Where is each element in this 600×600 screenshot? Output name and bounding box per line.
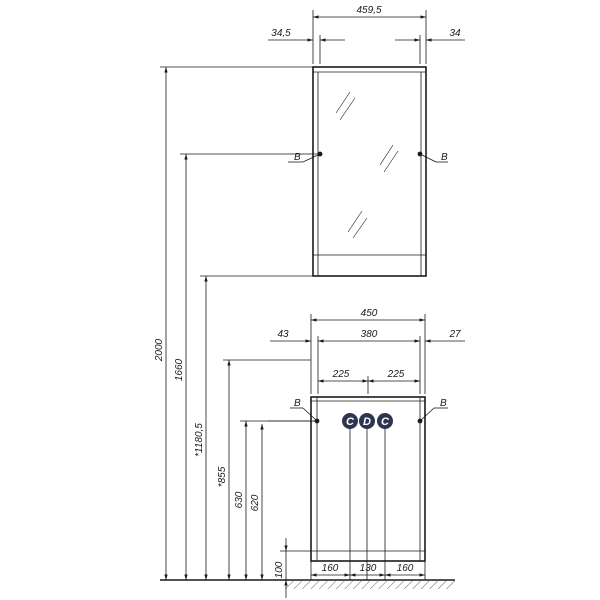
- mirror-frame: [312, 66, 427, 277]
- connection-badge-c-left: C: [342, 413, 358, 429]
- dim-bottom-right: 160: [397, 563, 414, 574]
- dim-half-left: 225: [332, 369, 350, 380]
- floor: [160, 579, 455, 589]
- cabinet-body: [310, 396, 426, 562]
- cabinet-bottom-dimensions: 160 130 160: [310, 561, 426, 580]
- dim-height-620: 620: [250, 494, 261, 511]
- dim-bottom-left: 160: [322, 563, 339, 574]
- dim-height-total: 2000: [154, 338, 165, 362]
- dim-height-630: 630: [234, 491, 245, 508]
- cabinet-top-dimensions: 450 380 43 27 225 225: [270, 308, 465, 394]
- cabinet: B B C D C: [268, 396, 448, 580]
- reflection-marks: [335, 91, 399, 239]
- dim-cabinet-inner: 380: [361, 329, 378, 340]
- dim-cabinet-width: 450: [361, 308, 378, 319]
- svg-text:D: D: [363, 416, 371, 428]
- cabinet-mount-label-right: B: [440, 398, 447, 409]
- mirror-mount-label-left: B: [294, 152, 301, 163]
- mirror: B B: [288, 66, 448, 277]
- dim-mirror-left-offset: 34,5: [271, 28, 291, 39]
- svg-text:C: C: [346, 416, 355, 428]
- mirror-top-dimensions: 459,5 34,5 34: [268, 5, 465, 64]
- dim-height-cabinet-top: *855: [217, 466, 228, 487]
- cabinet-mount-label-left: B: [294, 398, 301, 409]
- dim-mirror-right-offset: 34: [449, 28, 461, 39]
- dim-bottom-mid: 130: [360, 563, 377, 574]
- dim-height-mirror-mount: 1660: [174, 358, 185, 381]
- dim-half-right: 225: [387, 369, 405, 380]
- connection-badge-c-right: C: [377, 413, 393, 429]
- dim-height-100: 100: [274, 561, 285, 578]
- connection-badge-d: D: [359, 413, 375, 429]
- mirror-mount-label-right: B: [441, 152, 448, 163]
- dim-mirror-width: 459,5: [356, 5, 381, 16]
- svg-text:C: C: [381, 416, 390, 428]
- dim-cabinet-right-offset: 27: [448, 329, 461, 340]
- dim-cabinet-left-offset: 43: [277, 329, 289, 340]
- floor-hatch: [285, 581, 455, 589]
- dim-height-mirror-bottom: *1180,5: [194, 423, 205, 457]
- height-dimensions: 2000 1660 *1180,5 *855 630 620 100: [154, 66, 320, 598]
